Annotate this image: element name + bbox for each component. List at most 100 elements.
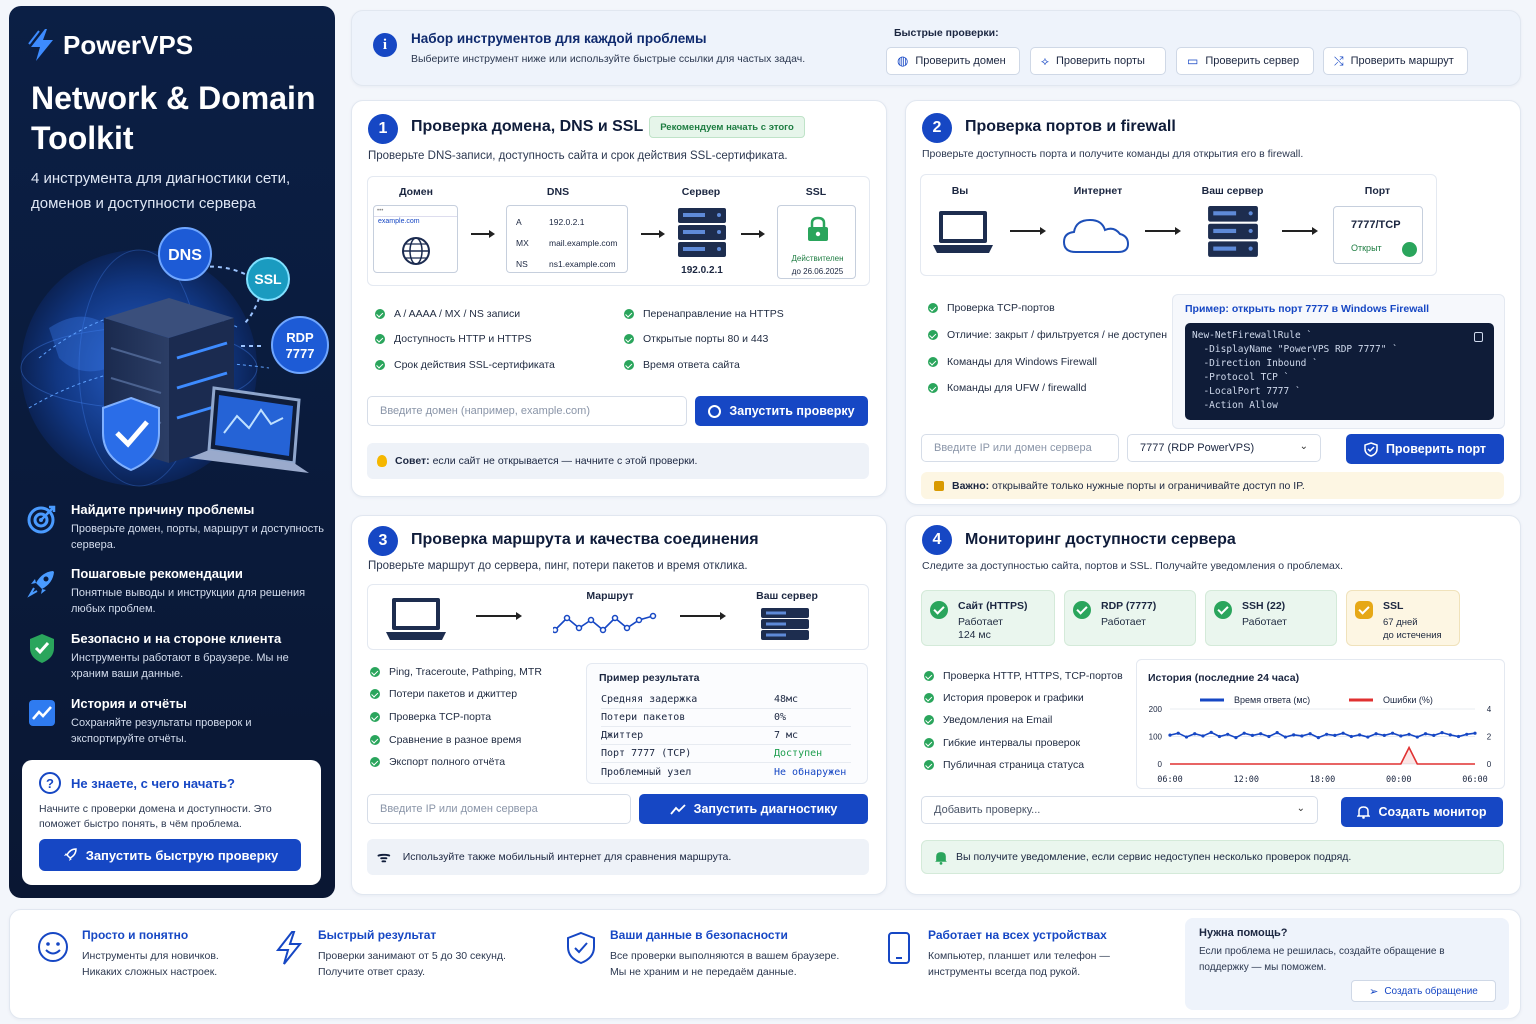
quick-check-server-button[interactable]: ▭Проверить сервер: [1176, 47, 1314, 75]
tip-text: Используйте также мобильный интернет для…: [402, 851, 732, 863]
status-card-ssh[interactable]: SSH (22)Работает: [1205, 590, 1337, 646]
data-point: [1333, 733, 1337, 737]
feature-title: Безопасно и на стороне клиента: [71, 631, 282, 646]
run-domain-check-button[interactable]: Запустить проверку: [695, 396, 868, 426]
lightbulb-icon: [377, 455, 387, 467]
add-check-select[interactable]: Добавить проверку...⌄: [921, 796, 1318, 824]
series-line-1: [1170, 745, 1475, 765]
check-icon: [1214, 601, 1232, 619]
dns-type: A: [516, 217, 522, 227]
domain-input[interactable]: Введите домен (например, example.com): [367, 396, 687, 426]
arrow-icon: [1145, 227, 1181, 235]
network-icon: ⟡: [1041, 53, 1049, 68]
check-port-button[interactable]: Проверить порт: [1346, 434, 1504, 464]
send-icon: ➢: [1369, 985, 1379, 998]
flow-label-internet: Интернет: [1073, 185, 1123, 197]
data-point: [1349, 734, 1353, 739]
card-title: Проверка домена, DNS и SSL: [411, 118, 644, 135]
support-box: Нужна помощь? Если проблема не решилась,…: [1185, 918, 1509, 1010]
flow-label-port: Порт: [1364, 185, 1391, 197]
step-number: 2: [922, 113, 952, 143]
quick-check-button[interactable]: Запустить быструю проверку: [39, 839, 301, 871]
card-title: Мониторинг доступности сервера: [965, 531, 1236, 548]
footer-title: Ваши данные в безопасности: [610, 928, 788, 942]
ssl-bubble: SSL: [246, 257, 290, 301]
button-label: Запустить диагностику: [693, 802, 838, 816]
x-tick: 12:00: [1233, 775, 1259, 785]
target-icon: [25, 502, 59, 536]
data-point: [1242, 731, 1246, 735]
quick-label-ports: Проверить порты: [1055, 55, 1145, 67]
tip-bold: Совет:: [395, 455, 430, 467]
button-label: Создать обращение: [1384, 985, 1478, 997]
feature-title: Пошаговые рекомендации: [71, 566, 243, 581]
create-monitor-button[interactable]: Создать монитор: [1341, 797, 1503, 827]
smile-icon: [38, 932, 68, 962]
quick-check-ports-button[interactable]: ⟡ Проверить порты: [1030, 47, 1166, 75]
status-card-rdp[interactable]: RDP (7777)Работает: [1064, 590, 1196, 646]
bolt-logo-icon: [28, 29, 53, 61]
brand[interactable]: PowerVPS: [27, 28, 193, 62]
flow-label-domain: Домен: [399, 186, 433, 198]
copy-icon[interactable]: [1474, 332, 1483, 342]
port-select[interactable]: 7777 (RDP PowerVPS)⌄: [1127, 434, 1321, 462]
code-block[interactable]: New-NetFirewallRule ` -DisplayName "Powe…: [1185, 323, 1494, 420]
step-number: 4: [922, 525, 952, 555]
quick-check-route-button[interactable]: ⤭Проверить маршрут: [1323, 47, 1468, 75]
route-target-input[interactable]: Введите IP или домен сервера: [367, 794, 631, 824]
help-box: ? Не знаете, с чего начать? Начните с пр…: [22, 760, 321, 885]
data-point: [1357, 733, 1362, 737]
data-point: [1382, 733, 1386, 737]
data-point: [1374, 732, 1378, 736]
footer-desc: Все проверки выполняются в вашем браузер…: [610, 950, 840, 978]
support-title: Нужна помощь?: [1199, 927, 1288, 939]
data-point: [1308, 732, 1312, 736]
info-icon: i: [373, 33, 397, 57]
bell-icon: [1357, 806, 1371, 819]
y-tick-left: 200: [1149, 705, 1163, 714]
rocket-icon: [63, 848, 77, 861]
check-item: Доступность HTTP и HTTPS: [375, 333, 532, 345]
flow-label-server: Сервер: [681, 186, 721, 198]
warn-bold: Важно:: [952, 479, 990, 492]
data-point: [1283, 735, 1288, 739]
port-status: Открыт: [1351, 243, 1382, 253]
data-point: [1184, 735, 1189, 739]
tip-text: если сайт не открывается — начните с это…: [432, 455, 698, 467]
check-item: Открытые порты 80 и 443: [624, 333, 768, 345]
dns-type: NS: [516, 259, 528, 269]
arrow-icon: [476, 612, 522, 620]
create-ticket-button[interactable]: ➢ Создать обращение: [1351, 980, 1496, 1002]
rocket-icon: [25, 566, 59, 600]
data-point: [1473, 731, 1477, 735]
button-label: Запустить проверку: [729, 404, 855, 418]
arrow-icon: [680, 612, 726, 620]
flow-label-dns: DNS: [546, 186, 570, 198]
check-item: Отличие: закрыт / фильтруется / не досту…: [928, 329, 1167, 341]
y-tick-right: 0: [1487, 760, 1492, 769]
firewall-example-panel: Пример: открыть порт 7777 в Windows Fire…: [1172, 294, 1505, 429]
ssl-until: до 26.06.2025: [791, 267, 844, 276]
check-icon: [1402, 242, 1417, 257]
question-icon: ?: [39, 772, 61, 794]
brand-name: PowerVPS: [63, 29, 194, 60]
warning-note: Важно: открывайте только нужные порты и …: [921, 472, 1504, 499]
feature-desc: Понятные выводы и инструкции для решения…: [71, 587, 306, 615]
quick-check-domain-button[interactable]: ◍Проверить домен: [886, 47, 1020, 75]
footer-desc: Проверки занимают от 5 до 30 секунд. Пол…: [318, 950, 506, 978]
result-title: Пример результата: [599, 672, 700, 684]
card-domain-dns-ssl: [351, 100, 887, 497]
check-item: Ping, Traceroute, Pathping, MTR: [370, 666, 542, 678]
y-tick-left: 100: [1149, 733, 1163, 742]
check-item: Публичная страница статуса: [924, 759, 1084, 771]
server-address-input[interactable]: Введите IP или домен сервера: [921, 434, 1119, 462]
run-diagnostics-button[interactable]: Запустить диагностику: [639, 794, 868, 824]
hero-title: Network & Domain Toolkit: [31, 80, 316, 156]
